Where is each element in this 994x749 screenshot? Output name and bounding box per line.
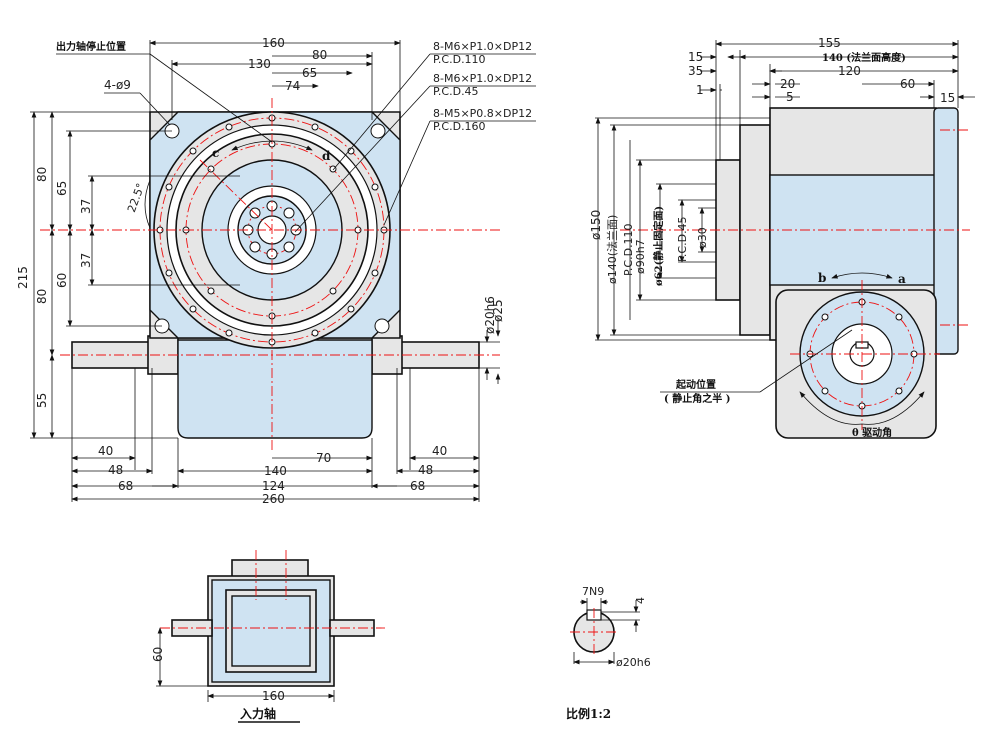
dim-60: 60 (900, 77, 915, 91)
rot-label-d: d (322, 149, 331, 163)
note-output-rest: 出力轴停止位置 (56, 40, 126, 53)
dim-160: 160 (262, 36, 285, 50)
dim-48-right: 48 (418, 463, 433, 477)
dim-37a: 37 (79, 199, 93, 214)
dim-68-left: 68 (118, 479, 133, 493)
input-shaft-view: 60 160 入力轴 (151, 550, 385, 723)
rot-label-b: b (818, 271, 826, 285)
front-view: c d 160 80 130 65 74 215 80 80 65 60 37 … (16, 36, 536, 506)
dim-40-right: 40 (432, 444, 447, 458)
key-detail: 7N9 4 ø20h6 比例1:2 (566, 585, 651, 721)
rot-label-a: a (898, 272, 906, 286)
holes-pcd160 (156, 114, 388, 346)
dim-pcd110: P.C.D.110 (622, 223, 635, 276)
dim-dia20h6: ø20h6 (483, 296, 497, 334)
spec1-line1: 8-M6×P1.0×DP12 (433, 40, 532, 53)
dim-dia30: ø30 (696, 227, 709, 248)
key-7n9: 7N9 (582, 585, 604, 598)
dim-35: 35 (688, 64, 703, 78)
caption-input-shaft: 入力轴 (240, 706, 276, 721)
dim-155: 155 (818, 36, 841, 50)
dim-65v: 65 (55, 181, 69, 196)
dim-80a: 80 (35, 167, 49, 182)
dim-dia150: ø150 (589, 210, 603, 240)
dim-80: 80 (312, 48, 327, 62)
theta-drive-angle: θ 驱动角 (852, 426, 892, 439)
dim-68-right: 68 (410, 479, 425, 493)
dim-dia140-flange: ø140(法兰面) (605, 215, 619, 284)
dim-124: 124 (262, 479, 285, 493)
dim-80b: 80 (35, 289, 49, 304)
dim-dia25: ø25 (491, 299, 505, 322)
dim-65: 65 (302, 66, 317, 80)
dim-130: 130 (248, 57, 271, 71)
dim-40-left: 40 (98, 444, 113, 458)
dim-dia62-fixed: ø62(静止固定面) (652, 206, 665, 286)
start-pos-line2: ( 静止角之半 ) (664, 392, 730, 405)
dim-260: 260 (262, 492, 285, 506)
lower-housing (177, 339, 373, 439)
dim-15-top: 15 (688, 50, 703, 64)
caption-scale: 比例1:2 (566, 706, 611, 721)
dim-140: 140 (264, 464, 287, 478)
dim-48-left: 48 (108, 463, 123, 477)
side-view: b a θ 驱动角 起动位置 ( 静止角之半 ) 155 15 140 (法兰面… (589, 36, 975, 439)
dim-74: 74 (285, 79, 300, 93)
spec2-line1: 8-M6×P1.0×DP12 (433, 72, 532, 85)
start-pos-line1: 起动位置 (675, 378, 716, 391)
dim-15-right: 15 (940, 91, 955, 105)
dim-55: 55 (35, 393, 49, 408)
dim-1: 1 (696, 83, 704, 97)
dim-215: 215 (16, 266, 30, 289)
dim-dia90h7: ø90h7 (634, 239, 647, 274)
dim-120: 120 (838, 64, 861, 78)
dim-140-flange-height: 140 (法兰面高度) (822, 51, 906, 64)
spec3-line1: 8-M5×P0.8×DP12 (433, 107, 532, 120)
spec3-line2: P.C.D.160 (433, 120, 486, 133)
key-dia20h6: ø20h6 (616, 656, 651, 669)
holes-4-dia9: 4-ø9 (104, 78, 131, 92)
rot-label-c: c (212, 146, 219, 160)
dim-70: 70 (316, 451, 331, 465)
side-end-cap (933, 107, 959, 355)
dim-60v: 60 (55, 273, 69, 288)
dim-pcd45-side: P.C.D.45 (676, 216, 689, 262)
spec2-line2: P.C.D.45 (433, 85, 479, 98)
dim-160-input: 160 (262, 689, 285, 703)
dim-37b: 37 (79, 253, 93, 268)
angle-22-5: 22.5° (125, 182, 147, 215)
spec1-line2: P.C.D.110 (433, 53, 486, 66)
dim-60-input: 60 (151, 647, 165, 662)
key-depth-4: 4 (634, 597, 647, 604)
